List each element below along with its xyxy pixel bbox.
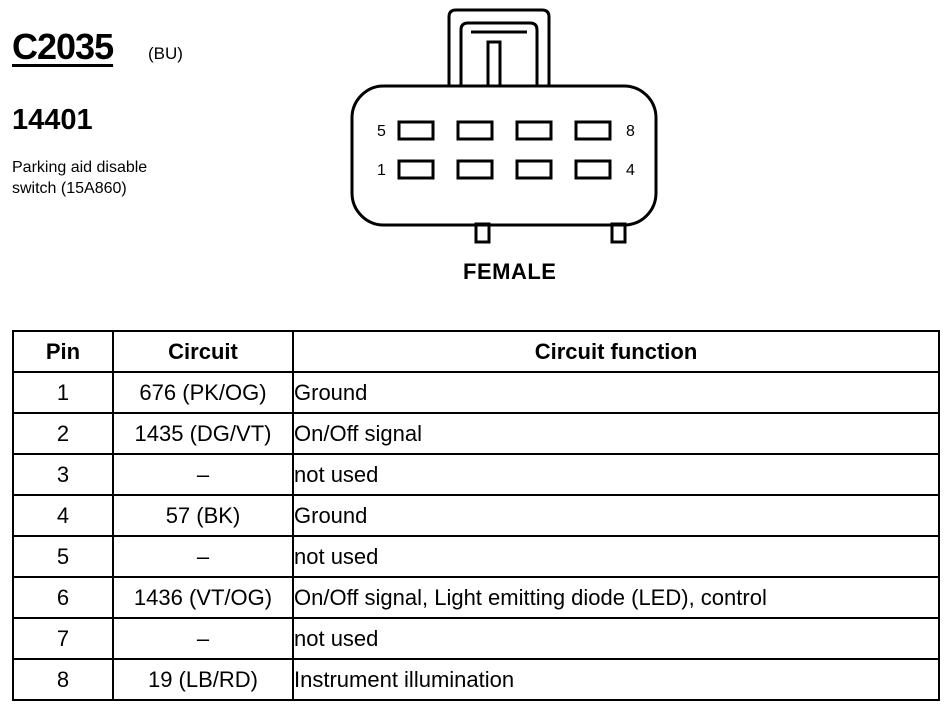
circuit-cell: – xyxy=(112,617,294,660)
description-line-2: switch (15A860) xyxy=(12,180,127,197)
connector-foot-left xyxy=(474,222,491,244)
pin-cell: 5 xyxy=(12,535,114,578)
connector-face-diagram: 5 8 1 4 xyxy=(350,8,658,244)
pin-cell: 2 xyxy=(12,412,114,455)
function-cell: On/Off signal xyxy=(292,412,940,455)
pin-cell: 7 xyxy=(12,617,114,660)
function-cell: Ground xyxy=(292,494,940,537)
circuit-cell: – xyxy=(112,535,294,578)
description-line-1: Parking aid disable xyxy=(12,159,148,176)
pin-cell: 1 xyxy=(12,371,114,414)
pin-label-top-left: 5 xyxy=(377,123,386,140)
circuit-cell: 57 (BK) xyxy=(112,494,294,537)
connector-foot-right xyxy=(610,222,627,244)
pin-cell: 4 xyxy=(12,494,114,537)
circuit-cell: 1435 (DG/VT) xyxy=(112,412,294,455)
pin-cavity xyxy=(456,159,494,180)
pin-cell: 6 xyxy=(12,576,114,619)
table-row: 5–not used xyxy=(12,535,940,578)
pin-cavities xyxy=(397,120,612,180)
function-cell: Instrument illumination xyxy=(292,658,940,701)
pin-cavity xyxy=(397,120,435,141)
pin-cavity xyxy=(515,120,553,141)
pin-cell: 3 xyxy=(12,453,114,496)
function-cell: Ground xyxy=(292,371,940,414)
pin-label-top-right: 8 xyxy=(626,123,635,140)
header-pin: Pin xyxy=(12,330,114,373)
circuit-cell: 19 (LB/RD) xyxy=(112,658,294,701)
pin-cell: 8 xyxy=(12,658,114,701)
circuit-cell: 1436 (VT/OG) xyxy=(112,576,294,619)
connector-latch xyxy=(447,8,551,88)
table-row: 3–not used xyxy=(12,453,940,496)
function-cell: On/Off signal, Light emitting diode (LED… xyxy=(292,576,940,619)
pin-cavity xyxy=(397,159,435,180)
part-number: 14401 xyxy=(12,104,93,136)
circuit-cell: 676 (PK/OG) xyxy=(112,371,294,414)
function-cell: not used xyxy=(292,453,940,496)
circuit-cell: – xyxy=(112,453,294,496)
pin-label-bottom-right: 4 xyxy=(626,162,635,179)
pin-cavity xyxy=(515,159,553,180)
component-description: Parking aid disable switch (15A860) xyxy=(12,157,232,199)
color-code: (BU) xyxy=(148,44,183,63)
pin-cavity xyxy=(574,159,612,180)
connector-housing xyxy=(350,84,658,227)
pin-cavity xyxy=(456,120,494,141)
table-row: 7–not used xyxy=(12,617,940,660)
function-cell: not used xyxy=(292,535,940,578)
pin-cavity xyxy=(574,120,612,141)
connector-id: C2035 xyxy=(12,26,114,67)
header-circuit: Circuit xyxy=(112,330,294,373)
table-header-row: Pin Circuit Circuit function xyxy=(12,330,940,373)
connector-gender-label: FEMALE xyxy=(463,259,557,284)
pin-label-bottom-left: 1 xyxy=(377,162,386,179)
function-cell: not used xyxy=(292,617,940,660)
header-circuit-function: Circuit function xyxy=(292,330,940,373)
